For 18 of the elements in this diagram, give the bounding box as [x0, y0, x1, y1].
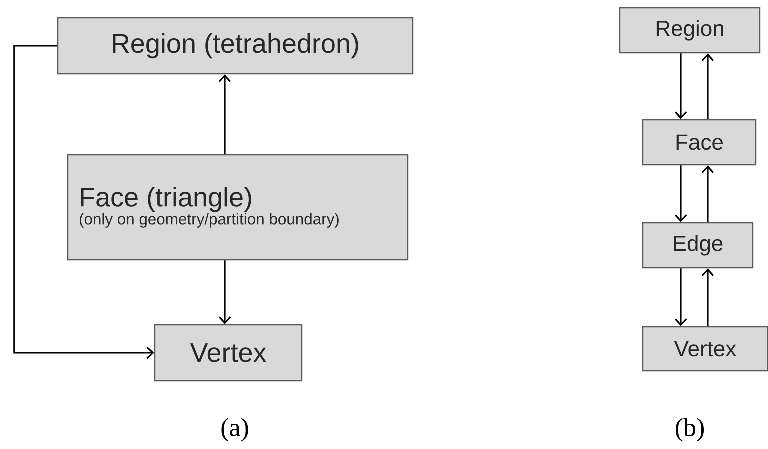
process-box: Face — [642, 119, 757, 166]
process-box: Region — [619, 7, 761, 54]
arrow — [674, 54, 688, 120]
panel-label: (b) — [676, 418, 704, 442]
process-box: Vertex — [154, 324, 303, 382]
arrow — [674, 166, 688, 222]
process-box: Face (triangle) (only on geometry/partition boundary) — [67, 154, 409, 261]
arrow — [218, 260, 232, 324]
process-box: Vertex — [642, 326, 768, 372]
arrow — [14, 45, 154, 360]
arrow — [674, 268, 688, 326]
arrow — [218, 74, 232, 154]
arrow — [702, 166, 714, 222]
arrow — [702, 54, 714, 120]
process-box: Edge — [642, 222, 754, 269]
arrow — [702, 268, 714, 326]
panel-label: (a) — [222, 418, 248, 442]
process-box: Region (tetrahedron) — [57, 17, 414, 75]
